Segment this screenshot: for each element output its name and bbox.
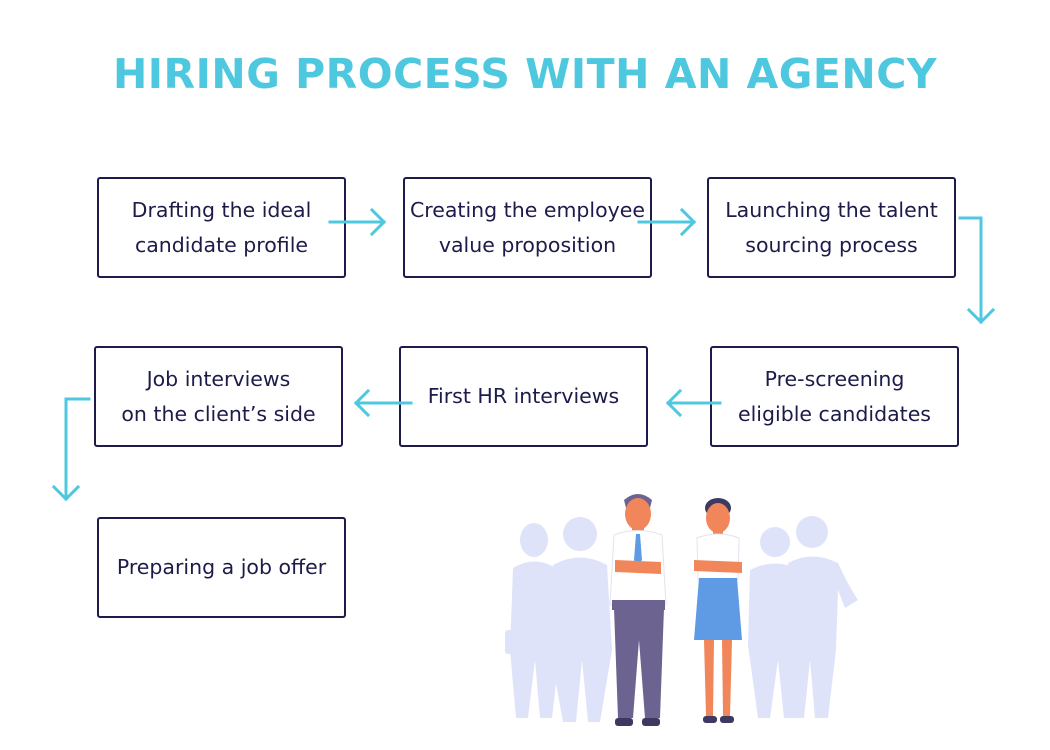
diagram-title: HIRING PROCESS WITH AN AGENCY — [112, 50, 938, 98]
step-first-hr-interviews: First HR interviews — [399, 346, 648, 447]
step-pre-screening: Pre-screening eligible candidates — [710, 346, 959, 447]
step-job-offer: Preparing a job offer — [97, 517, 346, 618]
step-client-interviews: Job interviews on the client’s side — [94, 346, 343, 447]
arrow-down-icon — [958, 216, 996, 325]
arrow-right-icon — [328, 207, 387, 237]
arrow-left-icon — [353, 388, 413, 418]
arrow-right-icon — [637, 207, 697, 237]
step-value-proposition: Creating the employee value proposition — [403, 177, 652, 278]
step-talent-sourcing: Launching the talent sourcing process — [707, 177, 956, 278]
step-drafting-profile: Drafting the ideal candidate profile — [97, 177, 346, 278]
woman-figure — [694, 498, 742, 723]
silhouette-people — [505, 516, 858, 722]
arrow-down-icon — [51, 397, 91, 502]
arrow-left-icon — [665, 388, 722, 418]
man-figure — [609, 494, 667, 726]
